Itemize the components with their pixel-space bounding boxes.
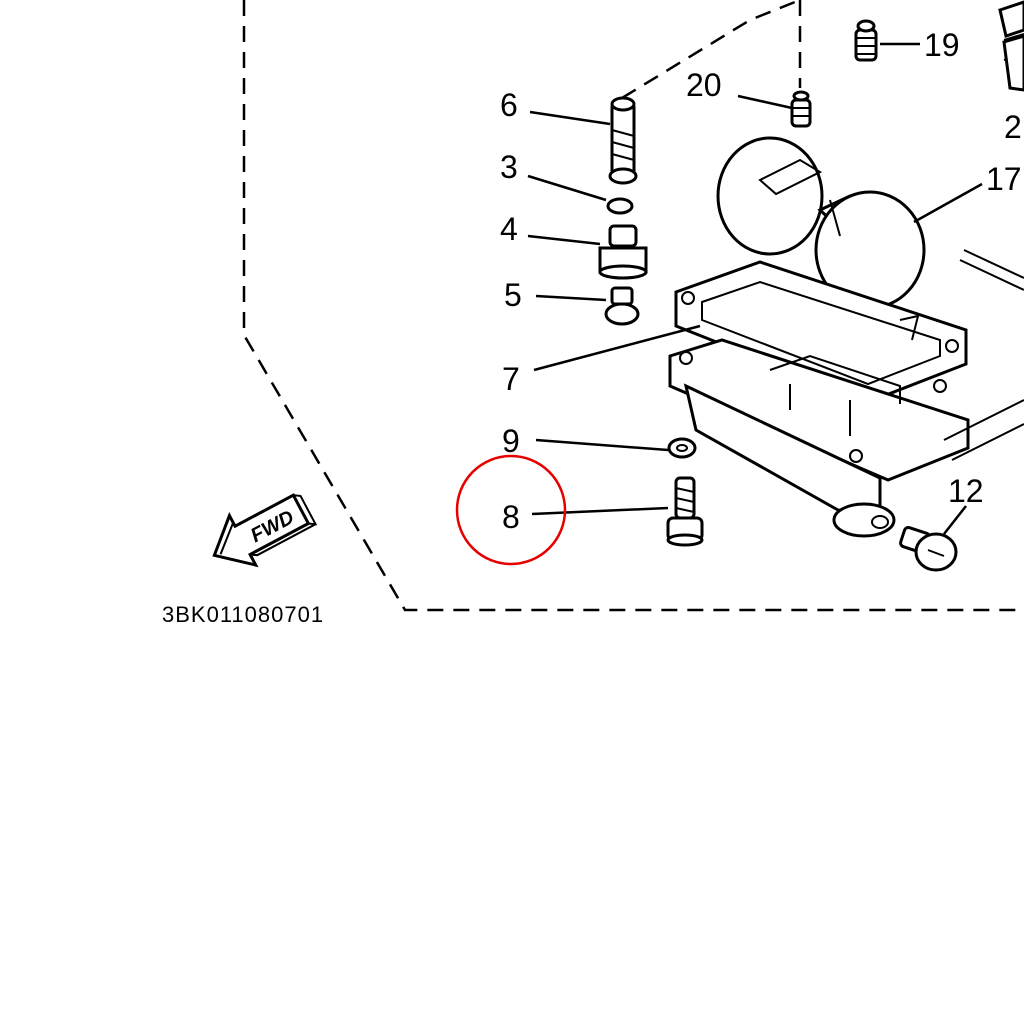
leader-5	[535, 294, 607, 302]
callout-8: 8	[502, 499, 520, 535]
callout-5: 5	[504, 277, 522, 313]
part-6-jet	[608, 96, 638, 185]
callout-7: 7	[502, 361, 520, 397]
callout-3: 3	[500, 149, 518, 185]
part-5-screw	[604, 286, 640, 326]
part-3-o-ring	[606, 197, 634, 215]
callout-19: 19	[924, 27, 960, 63]
leader-4	[527, 234, 601, 246]
leader-6	[529, 110, 611, 126]
part-17-float	[716, 136, 926, 310]
part-4-plug	[598, 224, 648, 280]
assembly-boundary	[242, 0, 1024, 612]
callout-2: 2	[1004, 109, 1022, 145]
bowl-edge-right	[943, 399, 1024, 461]
part-12-screw	[899, 526, 958, 572]
callout-6: 6	[500, 87, 518, 123]
part-7-gasket	[674, 260, 968, 404]
part-20-screw	[790, 90, 812, 128]
float-bowl	[668, 338, 970, 538]
fwd-arrow-icon: FWD	[212, 493, 318, 568]
float-pin	[959, 249, 1024, 291]
callout-12: 12	[948, 473, 984, 509]
highlight-circle	[455, 454, 567, 566]
diagram-code: 3BK011080701	[162, 602, 324, 627]
leader-20	[737, 94, 793, 110]
part-9-washer	[667, 437, 697, 459]
part-19-screw	[854, 19, 878, 62]
leader-17	[913, 182, 983, 224]
callout-20: 20	[686, 67, 722, 103]
callout-4: 4	[500, 211, 518, 247]
part-2-partial	[998, 0, 1024, 92]
part-8-screw	[666, 476, 704, 547]
leader-12	[943, 505, 967, 535]
leader-line-top	[621, 0, 801, 100]
callout-17: 17	[986, 161, 1022, 197]
leader-3	[527, 174, 607, 202]
leader-8	[531, 506, 669, 516]
leader-9	[535, 438, 669, 452]
callout-9: 9	[502, 423, 520, 459]
leader-7	[533, 324, 701, 372]
